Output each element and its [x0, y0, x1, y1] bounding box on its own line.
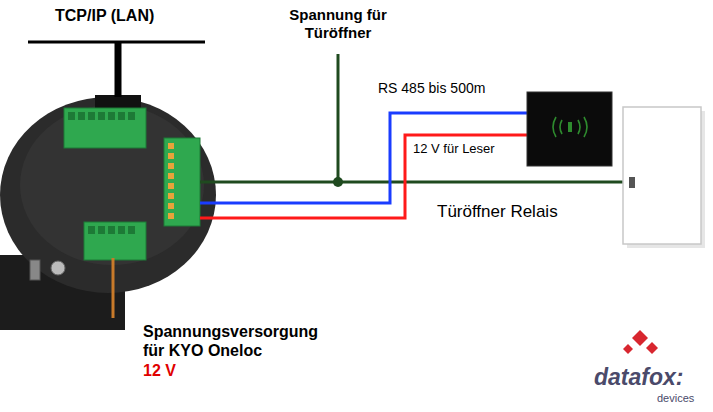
rfid-reader — [527, 92, 612, 166]
lan-cable — [115, 42, 122, 97]
rs485-wire — [200, 113, 527, 203]
voltage-label: 12 V für Leser — [413, 141, 495, 157]
logo-text: datafox: — [594, 364, 683, 392]
terminal-device — [0, 95, 216, 330]
voltage-value: 12 V — [143, 361, 176, 380]
signal-label: RS 485 bis 500m — [378, 80, 485, 97]
door — [623, 107, 705, 248]
power-lead — [112, 258, 115, 318]
network-label: TCP/IP (LAN) — [55, 6, 154, 25]
relay-wire — [200, 181, 632, 184]
junction-dot — [333, 177, 343, 187]
logo-subtext: devices — [657, 392, 694, 405]
opener-supply-wire — [337, 54, 340, 182]
supply-label: Spannung für Türöffner — [284, 6, 392, 42]
relay-label: Türöffner Relais — [437, 202, 558, 222]
logo-mark — [623, 330, 658, 354]
power-label: Spannungsversorgung für KYO Oneloc — [143, 322, 335, 360]
